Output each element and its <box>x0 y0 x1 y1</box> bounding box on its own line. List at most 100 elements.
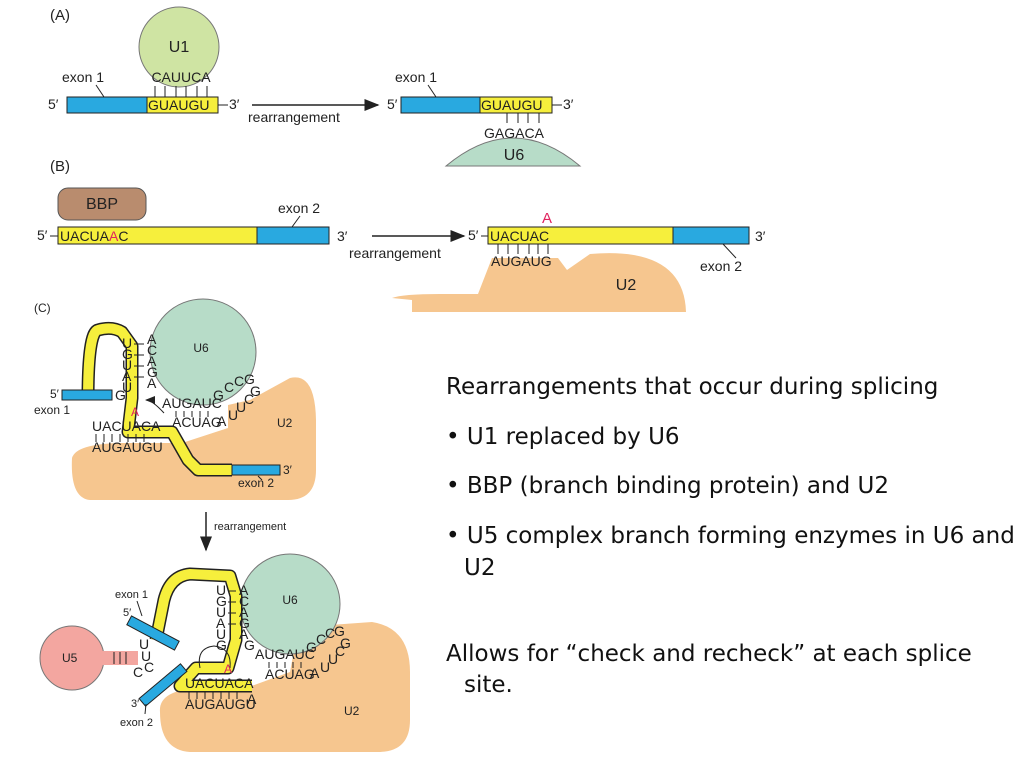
arcb3: G <box>244 371 255 387</box>
g-c-bottom: A <box>247 691 257 707</box>
exon2-box-b-right <box>672 226 750 245</box>
vl1: G <box>122 346 133 362</box>
exon2-label-c-top: exon 2 <box>238 476 274 490</box>
barcb3: G <box>334 623 345 639</box>
vr0: A <box>147 331 157 347</box>
rearrangement-label-a: rearrangement <box>248 109 340 125</box>
arcb1: C <box>224 379 234 395</box>
u6-diag-c-bottom: AUGAUC <box>255 646 315 662</box>
exon1-box-c-top <box>61 389 113 401</box>
arc-b-c-bottom: G C C G <box>306 623 345 655</box>
exon1-box-a-right <box>400 96 481 114</box>
u6-label-c-bottom: U6 <box>282 593 298 607</box>
exon1-box-c-bottom <box>126 615 180 651</box>
u2-diag-c-bottom: ACUAG <box>265 666 315 682</box>
arc-b-c-top: G C C G <box>213 371 255 403</box>
vl0: U <box>122 335 132 351</box>
u5l1: U <box>141 648 151 664</box>
intron-loop-c-bottom <box>151 569 252 691</box>
u2-pairing-lines-b <box>497 244 549 254</box>
u2-sequence-b: AUGAUG <box>491 253 552 269</box>
vr2: A <box>147 353 157 369</box>
u5l0: U <box>139 636 149 652</box>
helix-lines-c-top <box>175 411 209 417</box>
donor-sequence-a-right: GUAUGU <box>481 97 542 113</box>
bvl4: U <box>216 626 226 642</box>
note-bullet-1: • U1 replaced by U6 <box>446 423 680 450</box>
five-prime-b: 5′ <box>37 227 48 243</box>
panel-c-tag: (C) <box>34 301 51 315</box>
exon1-box-a <box>66 96 148 114</box>
barca3: C <box>335 643 345 659</box>
arca2: U <box>236 399 246 415</box>
exon1-label-c-top: exon 1 <box>34 403 70 417</box>
vr1: C <box>147 342 157 358</box>
exon2-box-b <box>256 226 330 245</box>
u5-label: U5 <box>62 651 78 665</box>
branch-top-c-top: UACUACA <box>92 418 161 434</box>
arcb2: C <box>234 373 244 389</box>
barca1: U <box>320 659 330 675</box>
u6-snrnp-c-top <box>149 298 257 406</box>
five-prime-b-right: 5′ <box>468 227 479 243</box>
vertical-pair-lines-c-top <box>134 343 144 378</box>
g-c-top: G <box>115 387 126 403</box>
notes-title: Rearrangements that occur during splicin… <box>446 374 939 400</box>
notes-footer: Allows for “check and recheck” at each s… <box>446 640 972 699</box>
panel-a: (A) U1 CAUUCA exon 1 5′ GUAUGU 3′ rearra… <box>48 6 582 167</box>
exon2-box-c-bottom <box>138 663 188 707</box>
panel-c-bottom: U2 U6 U5 exon 1 5′ 3′ exon 2 U U C C U G <box>39 553 410 752</box>
u2-label-c-top: U2 <box>277 416 293 430</box>
vl2: U <box>122 357 132 373</box>
three-prime-a-right: 3′ <box>563 96 574 112</box>
attack-arrow-c-top <box>145 396 165 414</box>
u6-snrnp-a <box>444 137 582 167</box>
exon1-label-a-right: exon 1 <box>395 69 437 85</box>
barca2: U <box>328 651 338 667</box>
barcb0: G <box>306 639 317 655</box>
bvl3: A <box>216 615 226 631</box>
bvl0: U <box>216 582 226 598</box>
bvl2: U <box>216 604 226 620</box>
vl3: A <box>122 368 132 384</box>
panel-b: (B) BBP 5′ UACUAAC 3′ exon 2 rearrangeme… <box>37 158 766 312</box>
exon1-label-c-bottom: exon 1 <box>115 589 148 601</box>
barca0: A <box>310 665 320 681</box>
u2-snrnp-b <box>392 253 686 312</box>
branch-bottom-c-bottom: AUGAUGU <box>185 696 256 712</box>
branch-seq-left: UACUA <box>60 228 110 244</box>
bvr2: A <box>239 604 249 620</box>
panel-a-tag: (A) <box>50 7 70 24</box>
branch-top-c-bottom: UACUACA <box>185 675 254 691</box>
vertical-right-seq-c-top: A C A G A <box>147 331 158 391</box>
u6-label-c-top: U6 <box>193 341 209 355</box>
branch-seq-end: C <box>118 228 128 244</box>
exon2-label-b: exon 2 <box>278 200 320 216</box>
exon2-leader-c-bottom <box>144 703 147 715</box>
five-prime-c-bottom: 5′ <box>123 607 131 619</box>
panel-b-tag: (B) <box>50 158 70 175</box>
u1-label: U1 <box>169 39 190 56</box>
exon1-leader-c-bottom <box>136 600 143 617</box>
exon2-leader-c-top <box>257 475 263 481</box>
bbp-label: BBP <box>86 196 118 213</box>
three-prime-b-right: 3′ <box>755 228 766 244</box>
u1-pairing-lines <box>154 86 208 97</box>
exon2-label-b-right: exon 2 <box>700 258 742 274</box>
exon2-leader-b-right <box>722 243 737 259</box>
intron-loop-c-top <box>83 323 232 475</box>
bvr1: C <box>239 593 249 609</box>
branch-a-c-bottom: A <box>224 662 232 676</box>
notes-panel: Rearrangements that occur during splicin… <box>446 372 1016 720</box>
u6-label-a: U6 <box>504 147 525 164</box>
rearrangement-label-c: rearrangement <box>214 521 286 533</box>
u2-diag-c-top: ACUAG <box>172 414 222 430</box>
vertical-left-seq-c-top: U G U A U <box>122 335 133 395</box>
u5-lines <box>113 652 127 664</box>
three-prime-c-bottom: 3′ <box>131 698 139 710</box>
branch-a-c-top: A <box>131 405 139 419</box>
branch-pair-lines-c-bottom <box>188 691 238 699</box>
arca0: A <box>217 413 227 429</box>
vr3: G <box>147 364 158 380</box>
